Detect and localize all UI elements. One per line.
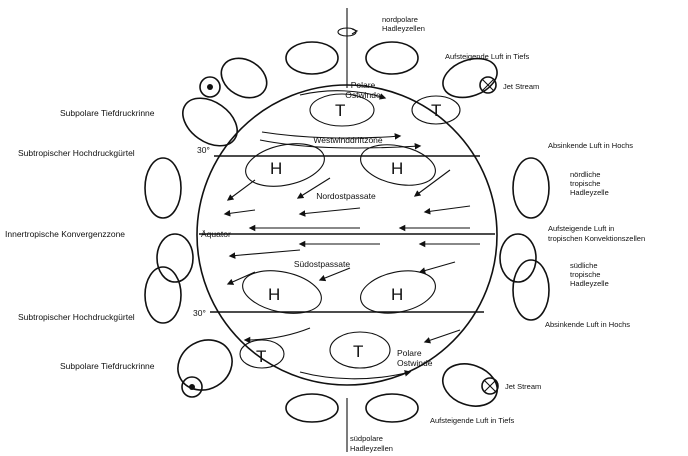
polar-easterlies-south-label-2: Ostwinde	[397, 358, 433, 368]
subtropical-high-label-bottom: Subtropischer Hochdruckgürtel	[18, 312, 135, 322]
south-polar-cells-label-1: südpolare	[350, 434, 383, 443]
itcz-label: Innertropische Konvergenzzone	[5, 229, 125, 239]
rising-air-convection-label-1: Aufsteigende Luft in	[548, 224, 614, 233]
equator-label: Äquator	[201, 229, 231, 239]
jet-stream-label-top: Jet Stream	[503, 82, 539, 91]
north-polar-cells-label-2: Hadleyzellen	[382, 24, 425, 33]
rising-air-lows-label-top: Aufsteigende Luft in Tiefs	[445, 52, 529, 61]
low-symbol-south-left: T	[256, 347, 266, 366]
high-symbol-north-left: H	[270, 159, 282, 178]
polar-easterlies-south-label-1: Polare	[397, 348, 422, 358]
northeast-trades-label: Nordostpassate	[316, 191, 376, 201]
high-symbol-north-right: H	[391, 159, 403, 178]
low-symbol-north-right: T	[431, 101, 441, 120]
rising-air-convection-label-2: tropischen Konvektionszellen	[548, 234, 645, 243]
south-tropical-cell-label-3: Hadleyzelle	[570, 279, 609, 288]
polar-easterlies-north-label-2: Ostwinde	[345, 90, 381, 100]
rising-air-lows-label-bottom: Aufsteigende Luft in Tiefs	[430, 416, 514, 425]
south-tropical-cell-label-1: südliche	[570, 261, 598, 270]
polar-easterlies-north-label-1: Polare	[351, 80, 376, 90]
south-tropical-cell-label-2: tropische	[570, 270, 600, 279]
low-symbol-north-left: T	[335, 101, 345, 120]
north-tropical-cell-label-3: Hadleyzelle	[570, 188, 609, 197]
sinking-air-highs-label-top: Absinkende Luft in Hochs	[548, 141, 633, 150]
high-symbol-south-right: H	[391, 285, 403, 304]
subpolar-low-label-bottom: Subpolare Tiefdruckrinne	[60, 361, 155, 371]
high-symbol-south-left: H	[268, 285, 280, 304]
latitude-30-south-label: 30°	[193, 308, 206, 318]
rising-air-dot-top	[207, 84, 213, 90]
southeast-trades-label: Südostpassate	[294, 259, 351, 269]
low-symbol-south-right: T	[353, 342, 363, 361]
jet-stream-cross-icon-bottom	[484, 380, 496, 392]
latitude-30-north-label: 30°	[197, 145, 210, 155]
jet-stream-label-bottom: Jet Stream	[505, 382, 541, 391]
westerlies-label: Westwinddriftzone	[313, 135, 383, 145]
north-tropical-cell-label-1: nördliche	[570, 170, 600, 179]
north-tropical-cell-label-2: tropische	[570, 179, 600, 188]
rising-air-dot-bottom	[189, 384, 195, 390]
rotation-arrowhead-icon	[352, 29, 357, 34]
globe	[197, 85, 497, 385]
south-polar-cells-label-2: Hadleyzellen	[350, 444, 393, 453]
subtropical-high-label-top: Subtropischer Hochdruckgürtel	[18, 148, 135, 158]
north-polar-cells-label-1: nordpolare	[382, 15, 418, 24]
subpolar-low-label-top: Subpolare Tiefdruckrinne	[60, 108, 155, 118]
high-pressure-cell-north-left	[242, 137, 329, 193]
sinking-air-highs-label-bottom: Absinkende Luft in Hochs	[545, 320, 630, 329]
